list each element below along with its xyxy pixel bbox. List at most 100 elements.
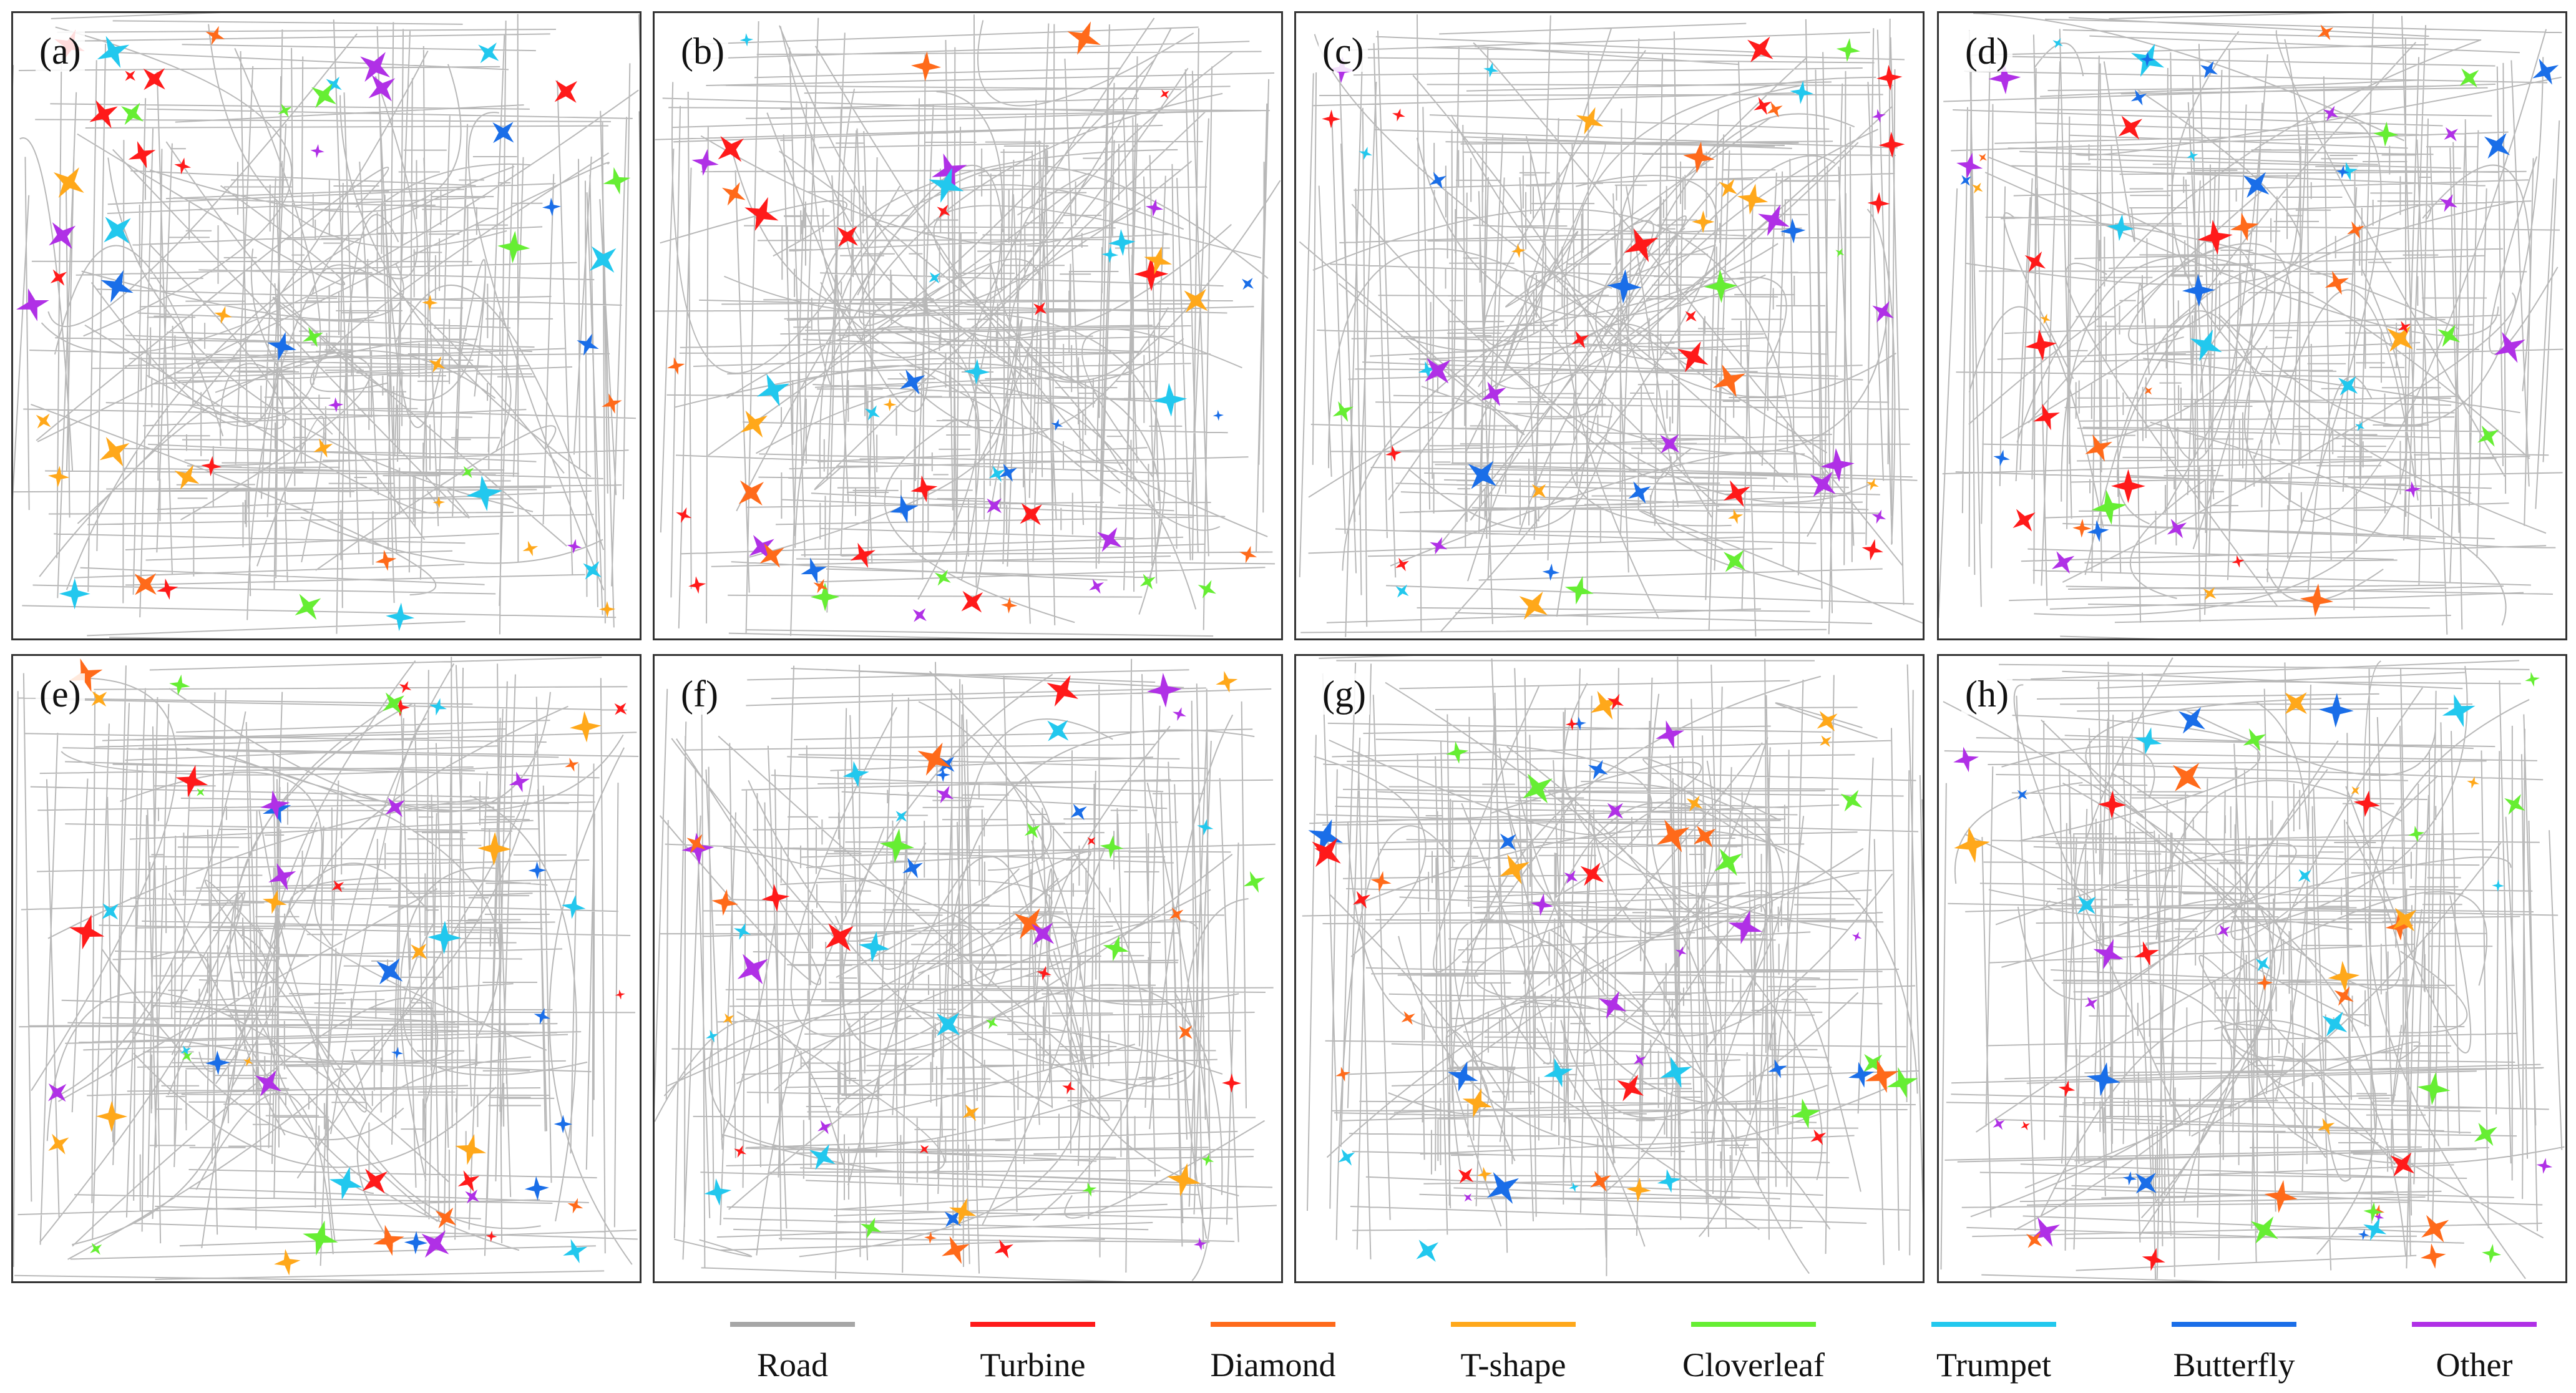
- interchange-marker: [1810, 471, 1836, 497]
- interchange-marker: [2417, 1072, 2451, 1105]
- interchange-marker: [1677, 341, 1709, 373]
- interchange-marker: [1886, 1067, 1918, 1098]
- interchange-marker: [391, 1047, 404, 1059]
- interchange-marker: [2285, 692, 2307, 715]
- interchange-marker: [2087, 520, 2109, 542]
- interchange-marker: [1401, 1010, 1415, 1025]
- interchange-marker: [2492, 879, 2504, 892]
- interchange-marker: [842, 761, 869, 788]
- road-network: [1940, 657, 2565, 1281]
- interchange-marker: [385, 797, 405, 818]
- interchange-marker: [2093, 939, 2124, 970]
- interchange-marker: [47, 1083, 67, 1102]
- road-network: [655, 658, 1277, 1281]
- interchange-marker: [478, 42, 499, 64]
- interchange-marker: [688, 576, 706, 594]
- interchange-marker: [383, 692, 404, 715]
- interchange-marker: [1871, 109, 1886, 123]
- interchange-marker: [1675, 946, 1687, 958]
- interchange-marker: [1024, 823, 1040, 839]
- interchange-marker: [2217, 924, 2230, 937]
- interchange-marker: [2086, 1062, 2121, 1097]
- map-panel-b: (b): [653, 11, 1283, 640]
- interchange-marker: [386, 602, 415, 632]
- interchange-marker: [1728, 910, 1763, 944]
- interchange-marker: [2200, 61, 2218, 79]
- interchange-marker: [2325, 271, 2349, 295]
- interchange-marker: [2098, 790, 2127, 819]
- interchange-marker: [2040, 313, 2051, 325]
- interchange-marker: [2363, 1202, 2383, 1221]
- interchange-marker: [1590, 691, 1619, 720]
- interchange-marker: [1876, 64, 1903, 91]
- interchange-marker: [1571, 331, 1589, 349]
- interchange-marker: [2355, 421, 2365, 431]
- interchange-marker: [2025, 329, 2057, 361]
- interchange-marker: [169, 674, 190, 696]
- interchange-marker: [1511, 243, 1526, 258]
- panel-label: (f): [677, 673, 722, 715]
- interchange-marker: [2421, 1215, 2449, 1243]
- interchange-marker: [1193, 1237, 1207, 1251]
- interchange-marker: [2477, 425, 2499, 447]
- legend-item-other: Other: [2393, 1304, 2555, 1386]
- interchange-marker: [985, 1017, 998, 1029]
- interchange-marker: [1089, 579, 1105, 594]
- interchange-marker: [260, 790, 290, 820]
- interchange-markers: [1322, 36, 1905, 620]
- road-network-map: [1939, 13, 2564, 638]
- legend-label: Turbine: [980, 1346, 1086, 1384]
- legend-swatch: [1931, 1322, 2056, 1327]
- interchange-marker: [429, 356, 446, 373]
- interchange-marker: [1767, 102, 1783, 118]
- interchange-marker: [509, 771, 530, 793]
- interchange-marker: [1960, 175, 1971, 186]
- legend-swatch: [2412, 1322, 2537, 1327]
- interchange-marker: [813, 579, 828, 594]
- interchange-marker: [1588, 760, 1608, 780]
- interchange-marker: [2387, 326, 2413, 352]
- map-panel-d: (d): [1937, 11, 2567, 640]
- interchange-marker: [2203, 587, 2217, 600]
- interchange-marker: [2328, 960, 2360, 993]
- interchange-marker: [1499, 833, 1516, 851]
- legend-item-t-shape: T-shape: [1432, 1304, 1594, 1386]
- map-panel-a: (a): [11, 11, 642, 640]
- interchange-marker: [1848, 1062, 1875, 1088]
- interchange-marker: [577, 333, 599, 356]
- interchange-marker: [1239, 545, 1257, 564]
- interchange-marker: [331, 880, 344, 892]
- interchange-marker: [837, 226, 858, 247]
- interchange-marker: [1723, 480, 1750, 507]
- interchange-marker: [570, 711, 602, 743]
- legend-swatch: [2172, 1322, 2296, 1327]
- interchange-marker: [1790, 1098, 1821, 1129]
- interchange-marker: [615, 989, 625, 1000]
- interchange-marker: [1768, 1059, 1787, 1078]
- legend-swatch: [970, 1322, 1095, 1327]
- road-network: [13, 13, 640, 638]
- interchange-marker: [723, 1013, 734, 1025]
- interchange-marker: [1747, 36, 1773, 62]
- interchange-marker: [2317, 1118, 2335, 1135]
- interchange-marker: [427, 921, 462, 955]
- interchange-marker: [2317, 24, 2333, 41]
- interchange-marker: [961, 590, 983, 613]
- interchange-marker: [1569, 1182, 1579, 1193]
- interchange-marker: [2197, 220, 2233, 255]
- interchange-marker: [1712, 364, 1746, 398]
- interchange-marker: [421, 1230, 449, 1258]
- interchange-marker: [524, 1176, 549, 1201]
- interchange-marker: [2298, 869, 2311, 882]
- road-lines: [1299, 14, 1923, 637]
- interchange-marker: [2482, 1244, 2502, 1264]
- interchange-marker: [1312, 838, 1341, 868]
- interchange-marker: [1153, 383, 1188, 417]
- interchange-marker: [143, 68, 165, 90]
- interchange-marker: [2230, 212, 2259, 242]
- road-network-map: [1299, 14, 1923, 637]
- interchange-marker: [1020, 503, 1042, 525]
- interchange-marker: [1607, 693, 1624, 710]
- interchange-marker: [2338, 376, 2358, 396]
- legend-swatch: [1691, 1322, 1816, 1327]
